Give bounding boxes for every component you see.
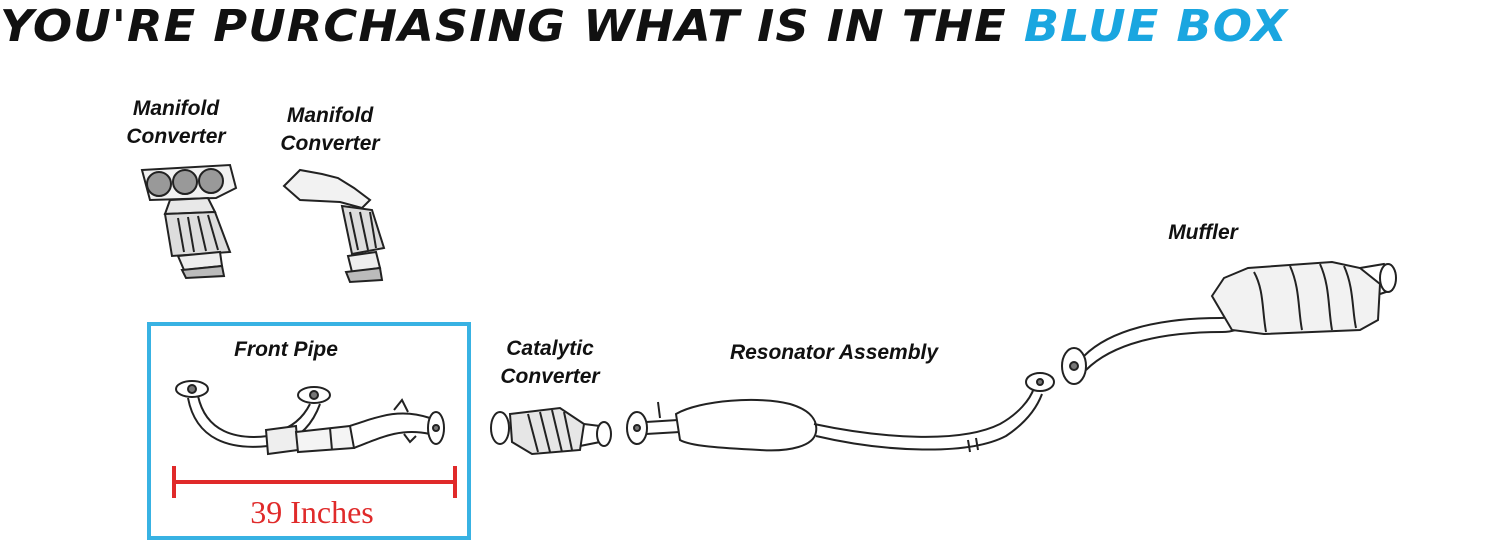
catalytic-converter-drawing [490, 406, 612, 456]
measurement-line [172, 466, 457, 498]
label-line: Manifold [286, 104, 374, 127]
manifold-converter-2-drawing [282, 168, 386, 284]
label-line: Manifold [132, 97, 220, 120]
resonator-assembly-drawing [626, 372, 1055, 453]
label-muffler: Muffler [1140, 219, 1266, 247]
muffler-drawing [1061, 260, 1397, 385]
label-front-pipe: Front Pipe [222, 336, 350, 364]
label-line: Catalytic [506, 337, 594, 360]
label-manifold-converter-2: Manifold Converter [266, 102, 394, 158]
label-line: Front Pipe [234, 338, 338, 361]
banner-highlight: BLUE BOX [1023, 1, 1289, 52]
blue-box-highlight [147, 322, 471, 540]
measurement-label: 39 Inches [250, 494, 374, 530]
label-manifold-converter-1: Manifold Converter [112, 95, 240, 151]
label-catalytic-converter: Catalytic Converter [486, 335, 614, 391]
label-line: Converter [280, 132, 380, 155]
manifold-converter-1-drawing [140, 163, 238, 280]
label-line: Muffler [1168, 221, 1238, 244]
label-resonator-assembly: Resonator Assembly [694, 339, 974, 367]
label-line: Resonator Assembly [729, 341, 939, 364]
banner-title: YOU'RE PURCHASING WHAT IS IN THE BLUE BO… [0, 0, 1500, 54]
front-pipe-drawing [175, 380, 445, 456]
banner-text: YOU'RE PURCHASING WHAT IS IN THE [0, 1, 1024, 52]
label-line: Converter [500, 365, 600, 388]
label-line: Converter [126, 125, 226, 148]
